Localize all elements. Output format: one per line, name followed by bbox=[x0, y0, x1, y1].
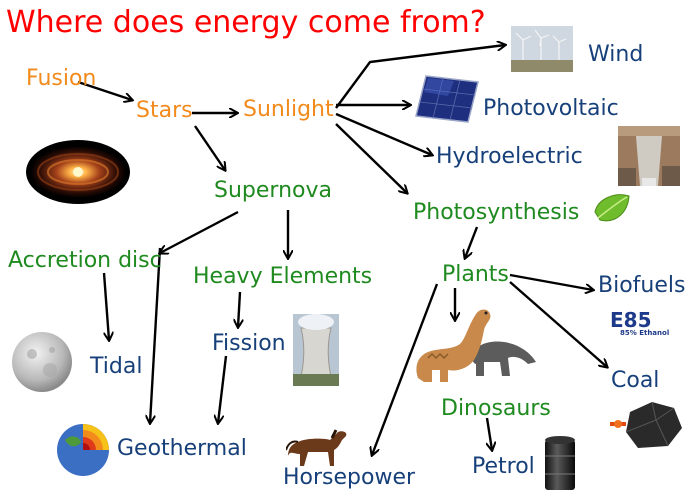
arrow-stars-supernova bbox=[194, 125, 225, 170]
galaxy-icon bbox=[26, 140, 130, 204]
arrow-photosynthesis-plants bbox=[465, 226, 479, 258]
node-sunlight: Sunlight bbox=[243, 97, 334, 122]
solar-panel-icon bbox=[415, 75, 479, 123]
arrow-plants-coal bbox=[509, 281, 607, 367]
node-heavy-elements: Heavy Elements bbox=[193, 264, 373, 289]
arrow-accretion-geothermal bbox=[150, 247, 162, 423]
node-horsepower: Horsepower bbox=[283, 465, 416, 490]
arrow-dinosaurs-petrol bbox=[485, 417, 492, 450]
arrow-accretion-tidal bbox=[102, 272, 109, 340]
node-coal: Coal bbox=[611, 368, 660, 393]
node-supernova: Supernova bbox=[214, 178, 332, 203]
node-photosynthesis: Photosynthesis bbox=[413, 200, 580, 225]
arrow-fusion-stars bbox=[77, 80, 132, 100]
diagram-title: Where does energy come from? bbox=[6, 5, 486, 40]
horse-icon bbox=[286, 429, 347, 466]
node-geothermal: Geothermal bbox=[117, 436, 247, 461]
e85-logo-icon: E85 85% Ethanol bbox=[606, 307, 692, 337]
node-fusion: Fusion bbox=[26, 66, 97, 91]
dinosaur-icon bbox=[416, 309, 536, 382]
arrow-heavy-fission bbox=[238, 291, 240, 327]
leaf-icon bbox=[594, 194, 630, 222]
node-wind: Wind bbox=[588, 42, 644, 67]
moon-icon bbox=[12, 332, 72, 392]
arrow-sunlight-hydroelectric bbox=[335, 112, 432, 155]
node-plants: Plants bbox=[442, 262, 509, 287]
node-photovoltaic: Photovoltaic bbox=[483, 96, 619, 121]
node-fission: Fission bbox=[212, 331, 286, 356]
arrow-sunlight-photosynthesis bbox=[335, 123, 407, 193]
node-biofuels: Biofuels bbox=[598, 273, 686, 298]
arrow-fission-geothermal bbox=[218, 355, 228, 423]
arrow-supernova-accretion bbox=[160, 210, 239, 253]
node-accretion-disc: Accretion disc bbox=[8, 248, 162, 273]
node-dinosaurs: Dinosaurs bbox=[441, 396, 551, 421]
arrow-plants-horsepower bbox=[372, 283, 439, 455]
arrow-sunlight-wind bbox=[335, 45, 505, 109]
e85-logo-big: E85 bbox=[610, 308, 652, 332]
wind-turbines-icon bbox=[511, 26, 573, 72]
coal-icon bbox=[610, 401, 682, 448]
node-hydroelectric: Hydroelectric bbox=[436, 144, 583, 169]
e85-logo-small: 85% Ethanol bbox=[620, 329, 669, 337]
dam-icon bbox=[618, 126, 680, 186]
cooling-tower-icon bbox=[293, 314, 339, 386]
earth-cutaway-icon bbox=[57, 424, 109, 476]
arrow-plants-biofuels bbox=[509, 273, 593, 290]
node-stars: Stars bbox=[136, 98, 193, 123]
oil-barrel-icon bbox=[545, 436, 575, 490]
node-tidal: Tidal bbox=[90, 354, 143, 379]
node-petrol: Petrol bbox=[472, 454, 535, 479]
